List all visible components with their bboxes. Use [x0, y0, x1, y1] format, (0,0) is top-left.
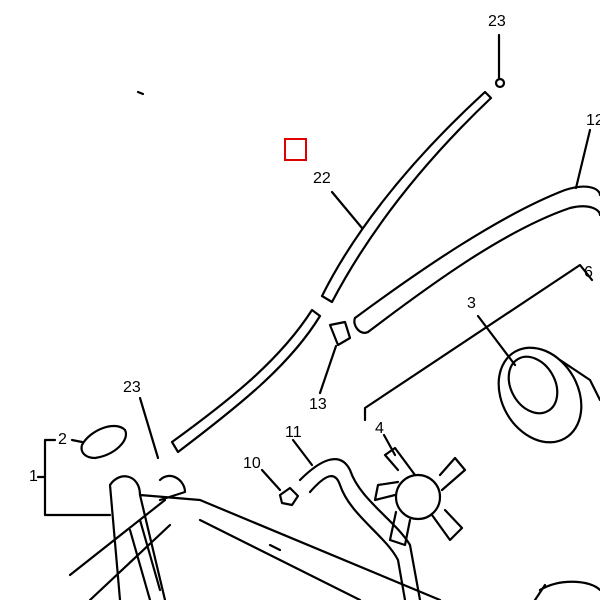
hose-12 — [353, 185, 600, 320]
clamp-23-top — [494, 77, 506, 89]
callout-3: 3 — [467, 295, 476, 312]
callout-2: 2 — [58, 431, 67, 448]
callout-12: 12 — [586, 112, 600, 129]
hose-11 — [298, 458, 422, 600]
fan-motor-3 — [497, 346, 583, 444]
nut-10 — [278, 486, 300, 507]
callout-13: 13 — [309, 396, 327, 413]
callout-22: 22 — [313, 170, 331, 187]
selection-marker — [284, 138, 307, 161]
hose-22-upper — [320, 90, 493, 304]
callout-23-left: 23 — [123, 379, 141, 396]
callout-23-top: 23 — [488, 13, 506, 30]
callout-10: 10 — [243, 455, 261, 472]
callout-1: 1 — [29, 468, 38, 485]
fan-blade-4 — [373, 446, 467, 547]
radiator — [68, 474, 442, 600]
callout-4: 4 — [375, 420, 384, 437]
callout-6: 6 — [584, 264, 593, 281]
callout-11: 11 — [285, 424, 302, 441]
radiator-cap-2 — [80, 424, 128, 460]
hose-22-lower — [170, 308, 322, 454]
clamp-13 — [328, 320, 352, 347]
